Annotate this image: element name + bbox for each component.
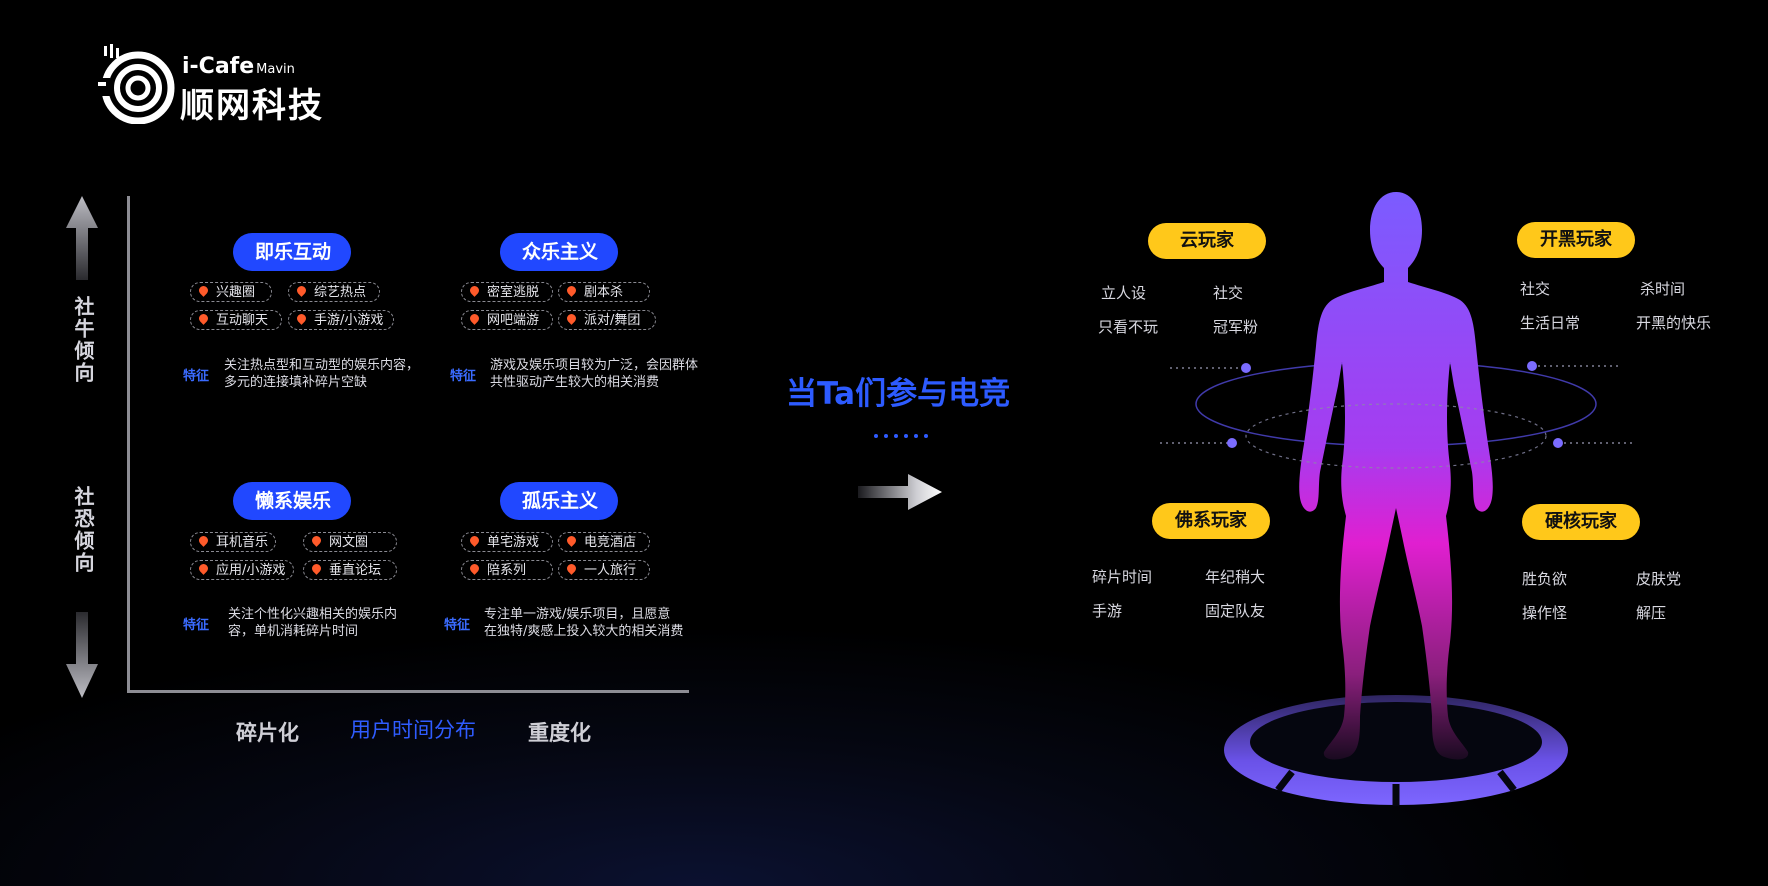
tag: 密室逃脱 (461, 282, 553, 302)
logo-spiral-icon (94, 44, 175, 124)
x-axis-right-label: 重度化 (528, 721, 591, 745)
trait: 解压 (1636, 604, 1667, 622)
orbit-ring-dashed (1245, 403, 1547, 469)
feature-text: 专注单一游戏/娱乐项目，且愿意 在独特/爽感上投入较大的相关消费 (484, 607, 684, 639)
arrow-down-icon (66, 612, 98, 698)
tag: 一人旅行 (558, 560, 650, 580)
pin-icon (468, 562, 481, 575)
pin-icon (468, 312, 481, 325)
trait: 碎片时间 (1092, 568, 1153, 586)
quadrant-title-gule: 孤乐主义 (500, 482, 618, 520)
y-axis-line (127, 196, 130, 692)
player-type-foxi: 佛系玩家 (1152, 503, 1270, 539)
player-type-kaihei: 开黑玩家 (1517, 222, 1635, 258)
logo-latin-small: Mavin (256, 62, 295, 77)
tag: 电竞酒店 (558, 532, 650, 552)
x-axis-left-label: 碎片化 (236, 721, 299, 745)
tag: 网吧端游 (461, 310, 553, 330)
trait: 冠军粉 (1213, 318, 1259, 336)
pin-icon (197, 562, 210, 575)
tag: 耳机音乐 (190, 532, 276, 552)
feature-label: 特征 (444, 618, 471, 633)
trait: 立人设 (1101, 284, 1147, 302)
pin-icon (565, 312, 578, 325)
connector-dots (1160, 361, 1634, 448)
trait: 社交 (1213, 284, 1244, 302)
feature-label: 特征 (183, 369, 210, 384)
trait: 年纪稍大 (1205, 568, 1266, 586)
tag: 网文圈 (303, 532, 397, 552)
trait: 操作怪 (1522, 604, 1568, 622)
trait: 皮肤党 (1636, 570, 1682, 588)
x-axis-center-label: 用户时间分布 (350, 718, 476, 742)
trait: 胜负欲 (1522, 570, 1568, 588)
pin-icon (295, 284, 308, 297)
feature-text: 关注个性化兴趣相关的娱乐内 容，单机消耗碎片时间 (228, 607, 398, 639)
center-title: 当Ta们参与电竞 (786, 376, 1011, 412)
tag: 应用/小游戏 (190, 560, 294, 580)
platform-base (1224, 695, 1568, 806)
pin-icon (468, 284, 481, 297)
trait: 只看不玩 (1098, 318, 1159, 336)
pin-icon (295, 312, 308, 325)
y-axis-top-label: 社牛倾向 (71, 296, 95, 384)
tag: 单宅游戏 (461, 532, 553, 552)
pin-icon (310, 534, 323, 547)
x-axis-line (127, 690, 689, 693)
pin-icon (565, 284, 578, 297)
tag: 互动聊天 (190, 310, 282, 330)
player-type-hardcore: 硬核玩家 (1522, 504, 1640, 540)
player-type-cloud: 云玩家 (1148, 223, 1266, 259)
player-figure-diagram (1160, 192, 1634, 806)
feature-text: 关注热点型和互动型的娱乐内容， 多元的连接填补碎片空缺 (224, 358, 420, 390)
logo-chinese-name: 顺网科技 (180, 86, 324, 126)
tag: 派对/舞团 (558, 310, 656, 330)
trait: 生活日常 (1520, 314, 1581, 332)
tag: 剧本杀 (558, 282, 650, 302)
quadrant-title-lanxi: 懒系娱乐 (233, 482, 351, 520)
pin-icon (565, 534, 578, 547)
tag: 兴趣圈 (190, 282, 272, 302)
trait: 开黑的快乐 (1636, 314, 1712, 332)
feature-label: 特征 (450, 369, 477, 384)
trait: 杀时间 (1640, 280, 1686, 298)
tag: 垂直论坛 (303, 560, 397, 580)
feature-text: 游戏及娱乐项目较为广泛，会因群体 共性驱动产生较大的相关消费 (490, 358, 699, 390)
logo-latin-text: i-Cafe (182, 54, 255, 79)
pin-icon (565, 562, 578, 575)
human-figure (1299, 192, 1493, 760)
quadrant-title-zhongle: 众乐主义 (500, 233, 618, 271)
dotted-separator (874, 434, 928, 438)
tag: 综艺热点 (288, 282, 380, 302)
pin-icon (310, 562, 323, 575)
pin-icon (197, 534, 210, 547)
arrow-up-icon (66, 196, 98, 280)
tag: 陪系列 (461, 560, 553, 580)
pin-icon (468, 534, 481, 547)
trait: 手游 (1092, 602, 1123, 620)
quadrant-title-jile: 即乐互动 (233, 233, 351, 271)
pin-icon (197, 284, 210, 297)
trait: 社交 (1520, 280, 1551, 298)
tag: 手游/小游戏 (288, 310, 394, 330)
pin-icon (197, 312, 210, 325)
trait: 固定队友 (1205, 602, 1266, 620)
arrow-right-icon (858, 474, 942, 510)
feature-label: 特征 (183, 618, 210, 633)
y-axis-bottom-label: 社恐倾向 (71, 486, 95, 574)
